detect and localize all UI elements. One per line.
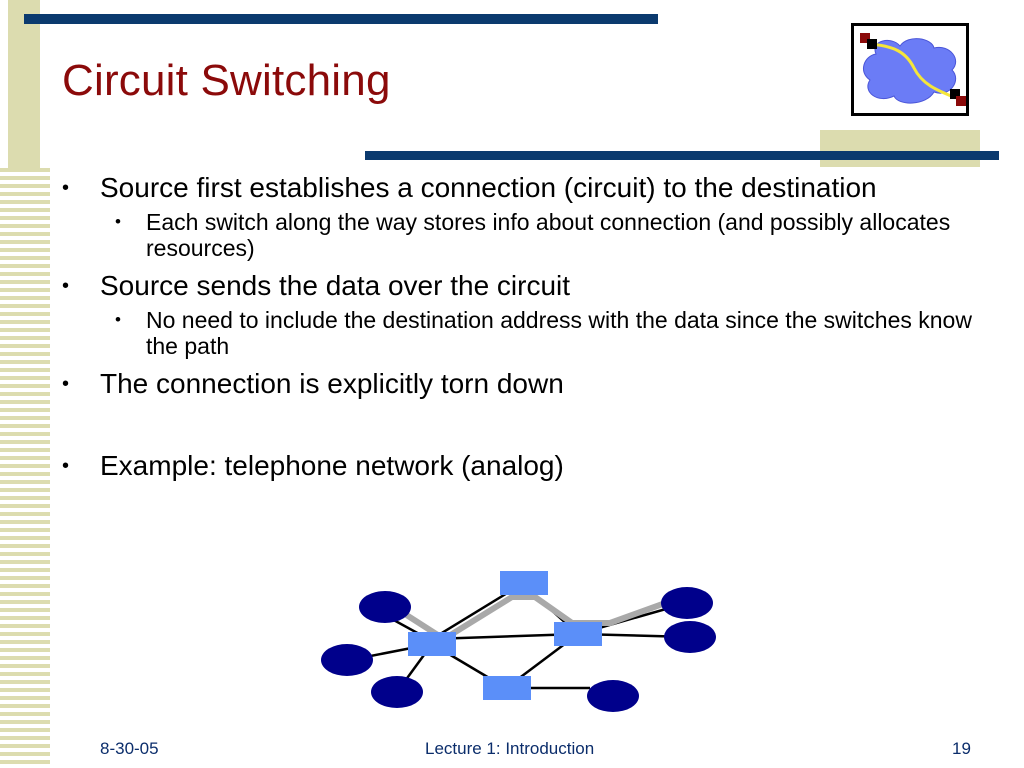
bullet-item: •Example: telephone network (analog) [62,450,564,481]
decorative-tan-block [820,130,980,167]
bullet-list: •Source first establishes a connection (… [62,172,1002,481]
switch-node [408,632,456,656]
bullet-item: •Source first establishes a connection (… [62,172,877,203]
bullet-item: •The connection is explicitly torn down [62,368,564,399]
host-node [359,591,411,623]
top-accent-bar [24,14,658,24]
title-underline-bar [365,151,999,160]
decorative-stripe-band [0,168,50,768]
slide-title: Circuit Switching [62,56,391,105]
circuit-network-diagram [321,571,716,712]
page-number: 19 [952,739,971,758]
host-node [664,621,716,653]
switch-node [554,622,602,646]
host-node [371,676,423,708]
switch-node [483,676,531,700]
sub-bullet-item: •Each switch along the way stores info a… [115,209,951,261]
sub-bullet-item: •No need to include the destination addr… [115,307,972,359]
footer-title: Lecture 1: Introduction [425,739,595,758]
host-node [661,587,713,619]
bullet-item: •Source sends the data over the circuit [62,270,571,301]
host-node [321,644,373,676]
footer-date: 8-30-05 [100,739,159,758]
switch-node [500,571,548,595]
decorative-solid-column [8,0,40,168]
network-cloud-icon [851,23,969,116]
host-node [587,680,639,712]
